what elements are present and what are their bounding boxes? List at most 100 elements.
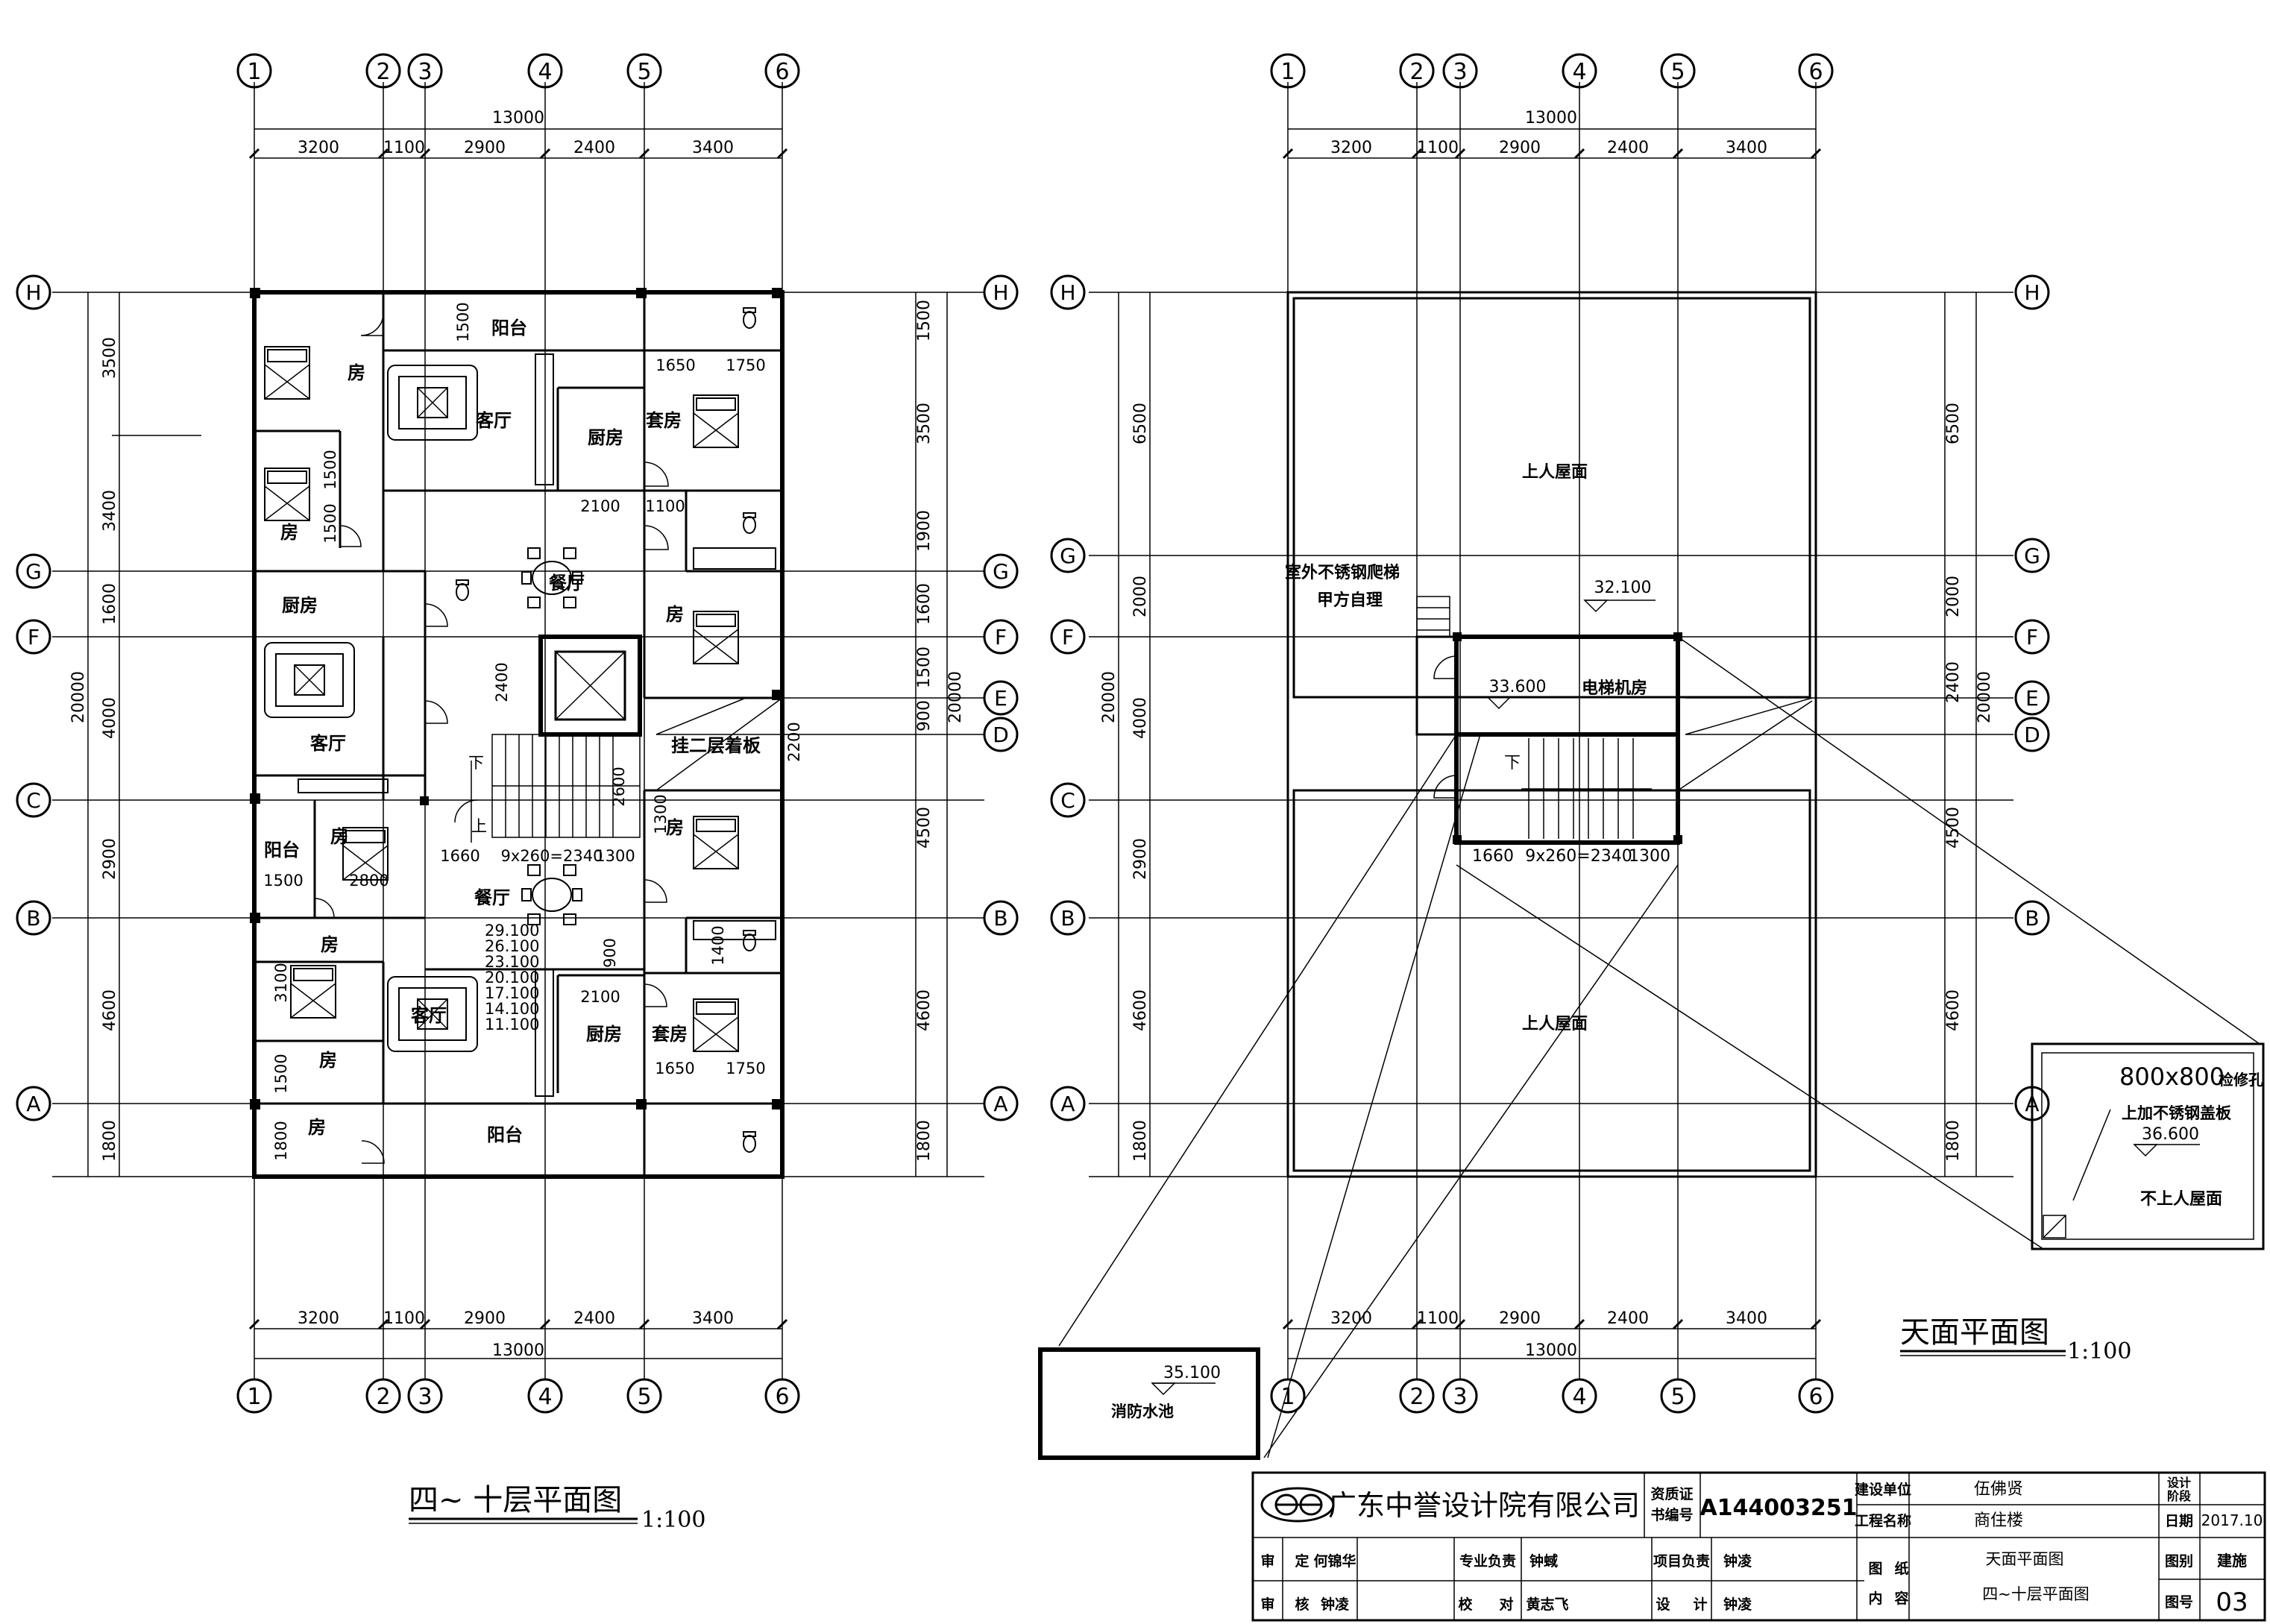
row-F-l: F — [28, 625, 40, 649]
rcol-1: 1 — [1280, 59, 1295, 85]
dim-left-6: 4600 — [101, 989, 119, 1031]
machine-room-label: 电梯机房 — [1582, 679, 1647, 698]
r-dim-right-1: 6500 — [1944, 403, 1963, 444]
r-dim-left-total: 20000 — [1100, 671, 1119, 723]
col-5: 5 — [637, 59, 651, 85]
rrow-D-r: D — [2024, 723, 2040, 747]
sheet-label: 图号 — [2165, 1594, 2193, 1611]
row-B-r: B — [993, 906, 1007, 931]
col-1: 1 — [247, 59, 261, 85]
r-dim-bot-3: 2900 — [1499, 1309, 1541, 1328]
idim-1100a: 1100 — [645, 497, 685, 515]
left-balcony-top: 阳台 — [491, 318, 527, 339]
dim-right-total: 20000 — [946, 671, 965, 723]
r-stair-down: 下 — [1504, 754, 1521, 772]
proof-label: 校 — [1458, 1596, 1473, 1613]
left-room-bll: 房 — [308, 1117, 326, 1138]
left-plan-title: 四~ 十层平面图 — [409, 1483, 622, 1517]
left-balcony-l: 阳台 — [264, 840, 300, 860]
r-dim-top-total: 13000 — [1525, 109, 1577, 128]
r-dim-right-total: 20000 — [1975, 671, 1994, 723]
idim-2200: 2200 — [785, 722, 803, 761]
left-kitchen-top: 厨房 — [588, 427, 623, 448]
row-F-r: F — [995, 625, 1007, 649]
idim-1660: 1660 — [440, 847, 480, 865]
rcol-2: 2 — [1409, 59, 1424, 85]
rrow-H-l: H — [1060, 280, 1075, 305]
level-4: 20.100 — [485, 969, 539, 986]
col-4: 4 — [538, 59, 552, 85]
idim-1500d: 1500 — [272, 1054, 290, 1093]
hatch-level: 36.600 — [2142, 1125, 2199, 1144]
project-name: 商住楼 — [1974, 1511, 2023, 1530]
left-kitchen-l: 厨房 — [282, 595, 318, 616]
discipline-label: 图别 — [2165, 1553, 2193, 1570]
dim-top-4: 2400 — [573, 139, 615, 157]
right-plan-scale: 1:100 — [2067, 1338, 2131, 1365]
col-4b: 4 — [538, 1384, 552, 1410]
level-5: 17.100 — [485, 984, 539, 1002]
rcol-2b: 2 — [1409, 1384, 1424, 1410]
level-1: 29.100 — [485, 922, 539, 940]
roof-bot-label: 上人屋面 — [1522, 1015, 1588, 1033]
proof-sub: 对 — [1499, 1596, 1513, 1613]
r-dim-top-1: 3200 — [1330, 139, 1372, 157]
col-2: 2 — [376, 59, 390, 85]
r-dim-left-6: 1800 — [1131, 1120, 1150, 1162]
col-2b: 2 — [376, 1384, 390, 1410]
idim-1500f: 1500 — [321, 450, 339, 489]
dim-bot-4: 2400 — [573, 1309, 615, 1328]
dim-bot-5: 3400 — [692, 1309, 734, 1328]
dim-right-8: 4600 — [915, 989, 934, 1031]
rcol-4b: 4 — [1572, 1384, 1586, 1410]
row-E-r: E — [994, 686, 1007, 711]
rrow-A-l: A — [1060, 1092, 1075, 1116]
level-3: 23.100 — [485, 953, 539, 971]
date-label: 日期 — [2165, 1513, 2193, 1529]
r-dim-bot-total: 13000 — [1525, 1341, 1577, 1360]
approve-label: 审 — [1260, 1552, 1274, 1570]
dim-left-3: 1600 — [101, 583, 119, 625]
r-dim-right-5: 4600 — [1944, 989, 1963, 1031]
cert-label-2: 书编号 — [1650, 1506, 1693, 1523]
row-G-l: G — [25, 559, 42, 584]
idim-1400: 1400 — [709, 925, 727, 965]
idim-1300h: 1300 — [595, 847, 635, 865]
elevator-shaft — [538, 635, 642, 737]
cert-no: A144003251 — [1700, 1495, 1857, 1521]
title-block: 广东中誉设计院有限公司 资质证 书编号 A144003251 建设单位 伍佛贤 … — [1251, 1471, 2266, 1622]
idim-2100a: 2100 — [580, 497, 620, 515]
left-room-r2: 房 — [666, 817, 684, 838]
idim-1500e: 1500 — [454, 302, 472, 342]
idim-stair: 9x260=2340 — [501, 847, 603, 865]
hatch-detail: 800x800 检修孔 上加不锈钢盖板 36.600 不上人屋面 — [2031, 1042, 2265, 1250]
hatch-size: 800x800 — [2119, 1063, 2225, 1091]
dim-left-2: 3400 — [101, 490, 119, 532]
rrow-G-r: G — [2024, 544, 2040, 568]
dim-top-3: 2900 — [464, 139, 506, 157]
rcol-3b: 3 — [1453, 1384, 1467, 1410]
right-roof-plan: 13000 3200 1100 2900 2400 3400 3200 1100… — [1058, 82, 2260, 1458]
rcol-1b: 1 — [1280, 1384, 1295, 1410]
rcol-5: 5 — [1670, 59, 1685, 85]
rcol-6: 6 — [1808, 59, 1823, 85]
dim-right-4: 1600 — [915, 583, 934, 625]
r-dim-right-2: 2000 — [1944, 576, 1963, 617]
dim-right-3: 1900 — [915, 510, 934, 552]
left-room-l2: 房 — [280, 522, 298, 543]
rcol-6b: 6 — [1808, 1384, 1823, 1410]
r-dim-bot-4: 2400 — [1607, 1309, 1649, 1328]
roof-top-label: 上人屋面 — [1522, 463, 1588, 482]
company-name: 广东中誉设计院有限公司 — [1328, 1489, 1640, 1522]
r-dim-left-5: 4600 — [1131, 989, 1150, 1031]
rrow-C-l: C — [1060, 788, 1075, 813]
sheet-number: 03 — [2216, 1587, 2248, 1617]
idim-1300v: 1300 — [652, 794, 670, 834]
major-name: 钟蜮 — [1529, 1552, 1558, 1570]
left-slab: 挂二层着板 — [671, 735, 761, 756]
dim-right-6: 900 — [915, 700, 934, 731]
idim-900: 900 — [601, 938, 619, 968]
r-dim-left-1: 6500 — [1131, 403, 1150, 444]
date-value: 2017.10 — [2201, 1511, 2263, 1529]
left-room-r1: 房 — [666, 604, 684, 625]
